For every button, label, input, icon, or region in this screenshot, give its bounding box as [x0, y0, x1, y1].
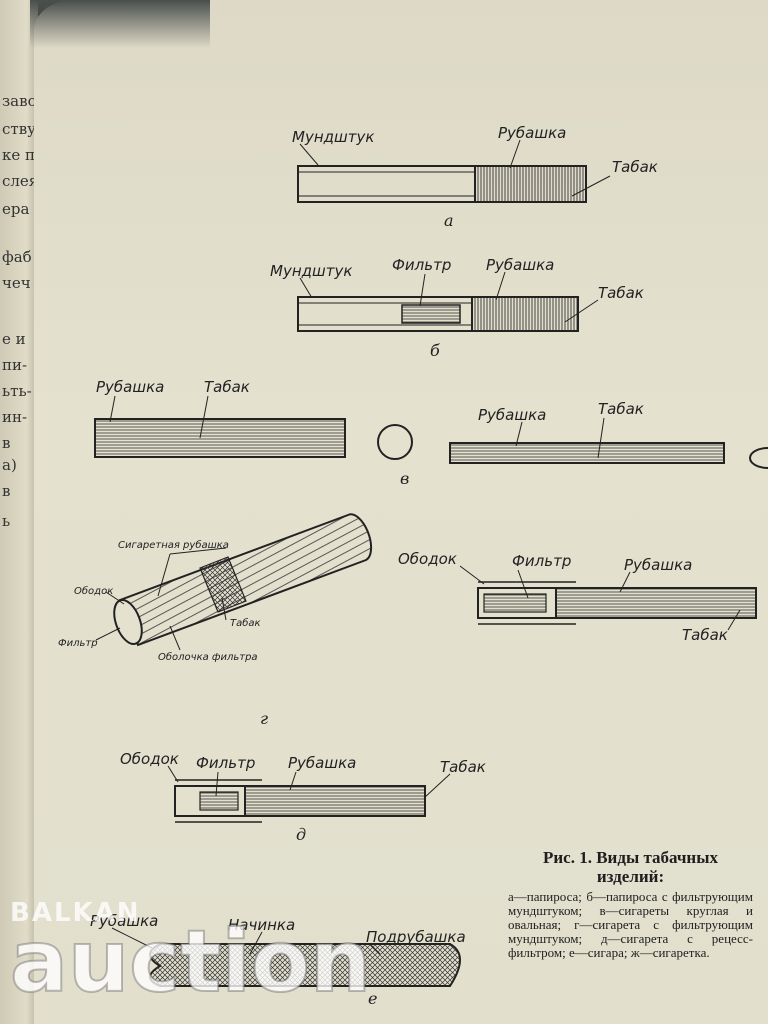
label-rim: Ободок	[398, 550, 457, 568]
sublabel-g: г	[260, 709, 268, 728]
recess-filter-plug	[199, 791, 239, 811]
oval-cross-section	[749, 447, 768, 469]
figure-caption: Рис. 1. Виды табачных изделий: а—папирос…	[508, 848, 753, 960]
label-filter: Фильтр	[196, 754, 255, 772]
label-tobacco: Табак	[598, 400, 644, 418]
filter-cigarette-diagram: Сигаретная рубашка Ободок Фильтр Табак О…	[58, 513, 757, 728]
left-page-text: в	[2, 434, 11, 452]
sublabel-a: а	[444, 211, 454, 230]
round-cross-section	[377, 424, 413, 460]
left-page-text: заво	[2, 92, 37, 110]
left-page-text: пи-	[2, 356, 28, 374]
label-filter: Фильтр	[392, 256, 451, 274]
caption-title: Рис. 1. Виды табачных изделий:	[542, 848, 718, 886]
filter-papirosa-diagram: Мундштук Фильтр Рубашка Табак б	[270, 256, 644, 360]
label-filter: Фильтр	[512, 552, 571, 570]
label-wrapper: Рубашка	[96, 378, 164, 396]
mouthpiece-tube	[297, 165, 476, 203]
left-page-text: чеч	[2, 274, 31, 292]
label-tobacco: Табак	[612, 158, 658, 176]
left-page-text: слея	[2, 172, 39, 190]
sublabel-b: б	[430, 341, 440, 360]
label-mouthpiece: Мундштук	[270, 262, 352, 280]
label-rim: Ободок	[120, 750, 179, 768]
label-tobacco: Табак	[230, 617, 261, 629]
tobacco-section	[474, 165, 587, 203]
left-page-text: ке п	[2, 146, 36, 164]
left-page-text: фаб	[2, 248, 32, 266]
left-page-text: ьть-	[2, 382, 32, 400]
book-page	[34, 0, 768, 1024]
papirosa-diagram: Мундштук Рубашка Табак а	[292, 124, 658, 230]
left-page-text: ь	[2, 512, 11, 530]
label-wrapper: Рубашка	[288, 754, 356, 772]
cigar-body	[149, 943, 461, 987]
label-mouthpiece: Мундштук	[292, 128, 374, 146]
tobacco-visible	[199, 556, 247, 613]
filter-plug	[401, 304, 461, 324]
sublabel-v: в	[400, 469, 409, 488]
label-tobacco: Табак	[598, 284, 644, 302]
label-tobacco: Табак	[204, 378, 250, 396]
filter-plug	[483, 593, 547, 613]
round-cigarette	[94, 418, 346, 458]
label-filter: Фильтр	[58, 638, 98, 649]
page-shadow	[30, 0, 210, 48]
left-page-text: а)	[2, 456, 17, 474]
label-wrapper: Рубашка	[486, 256, 554, 274]
recess-filter-cigarette-diagram: Ободок Фильтр Рубашка Табак д	[120, 750, 486, 844]
label-wrapper: Рубашка	[498, 124, 566, 142]
label-wrapper: Рубашка	[624, 556, 692, 574]
left-page-text: е и	[2, 330, 26, 348]
sublabel-e: е	[368, 989, 377, 1008]
left-page-text: ера	[2, 200, 30, 218]
left-page-text: в	[2, 482, 11, 500]
caption-legend: а—папироса; б—папироса с фильтрующим мун…	[508, 889, 753, 960]
label-filter-shell: Оболочка фильтра	[158, 651, 258, 663]
tobacco-section	[471, 296, 579, 332]
sublabel-d: д	[296, 825, 306, 844]
cigar-diagram: Рубашка Начинка Подрубашка е	[90, 912, 466, 1008]
label-cigarette-paper: Сигаретная рубашка	[118, 539, 229, 551]
label-wrapper: Рубашка	[478, 406, 546, 424]
tobacco-rod	[244, 785, 426, 817]
left-page-edge: заво ствую ке п слея ера фаб чеч е и пи-…	[0, 0, 49, 1024]
filter-end	[113, 599, 143, 645]
label-filling: Начинка	[228, 916, 295, 934]
label-tobacco: Табак	[440, 758, 486, 776]
left-page-text: ин-	[2, 408, 28, 426]
angled-cigarette-body	[118, 513, 373, 647]
label-rim: Ободок	[74, 585, 113, 597]
label-wrapper: Рубашка	[90, 912, 158, 930]
label-tobacco: Табак	[682, 626, 728, 644]
oval-cigarette	[449, 442, 725, 464]
cigarettes-round-oval-diagram: Рубашка Табак Рубашка Табак в	[94, 378, 768, 488]
label-binder: Подрубашка	[366, 928, 466, 946]
tobacco-rod	[555, 587, 757, 619]
